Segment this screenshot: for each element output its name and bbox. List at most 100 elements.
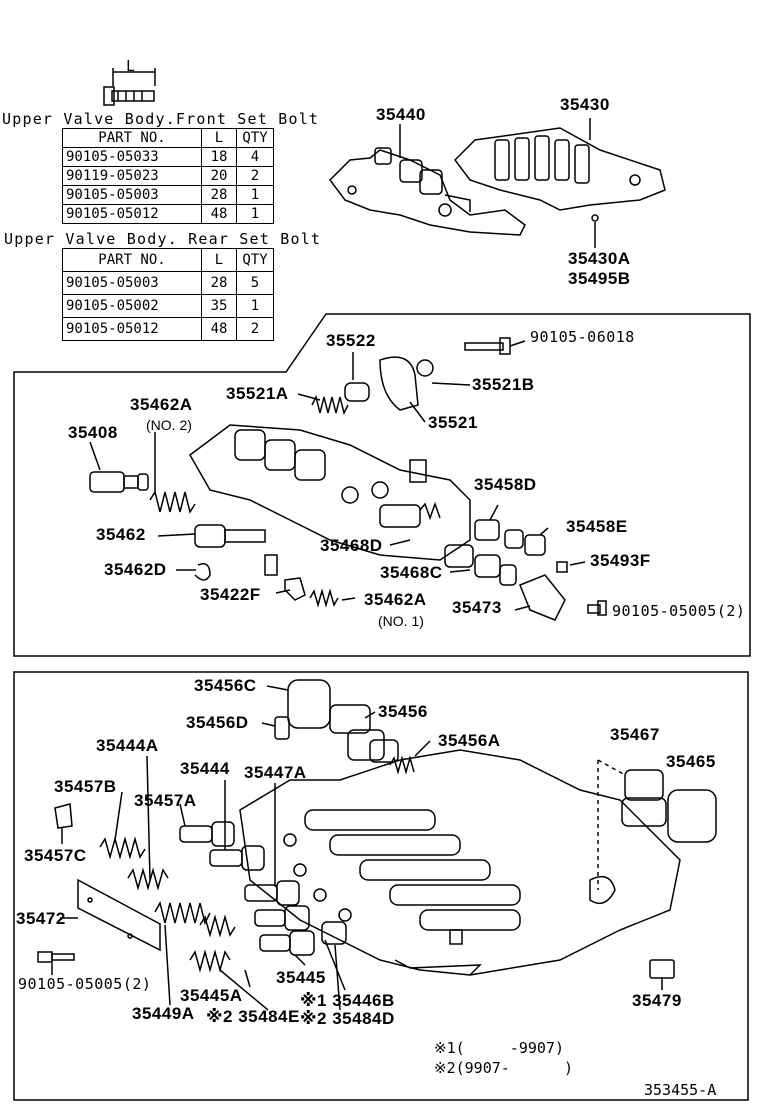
cell-part-no: 90105-05033	[62, 147, 202, 167]
header-part-no: PART NO.	[62, 248, 202, 272]
plug-35458E	[524, 534, 546, 556]
callout-35462D: 35462D	[104, 560, 167, 579]
spring-35444A	[127, 867, 169, 891]
callout-35462A-no1: 35462A	[364, 590, 427, 609]
rear-bolt-table-title: Upper Valve Body. Rear Set Bolt	[4, 230, 322, 248]
callout-35457A: 35457A	[134, 791, 197, 810]
table-header-row: PART NO. L QTY	[62, 128, 274, 148]
cell-length: 35	[201, 294, 237, 318]
plug-35445	[254, 905, 310, 931]
plug-35456C	[287, 679, 331, 729]
cell-qty: 1	[236, 204, 274, 224]
washer-35521B	[416, 359, 434, 377]
cell-qty: 1	[236, 294, 274, 318]
spring-35449A	[154, 900, 211, 926]
upper-valve-body-rear	[454, 127, 666, 222]
callout-35458D: 35458D	[474, 475, 537, 494]
plug-35457A	[179, 821, 235, 847]
callout-35456A: 35456A	[438, 731, 501, 750]
table-header-row: PART NO. L QTY	[62, 248, 274, 272]
callout-35472: 35472	[16, 909, 66, 928]
header-length: L	[201, 128, 237, 148]
valve-35456	[329, 704, 399, 763]
cell-qty: 1	[236, 185, 274, 205]
callout-35457B: 35457B	[54, 777, 117, 796]
callout-35521B: 35521B	[472, 375, 535, 394]
spring-35484E	[189, 949, 231, 973]
callout-35479: 35479	[632, 991, 682, 1010]
plate-35521	[379, 356, 419, 411]
lower-valve-body-mid	[189, 424, 471, 561]
callout-no1: (NO. 1)	[378, 613, 424, 629]
cell-qty: 2	[236, 166, 274, 186]
callout-35447A: 35447A	[244, 763, 307, 782]
callout-35484E: ※2 35484E	[206, 1007, 300, 1026]
callout-35444: 35444	[180, 759, 230, 778]
figure-id: 353455-A	[644, 1081, 717, 1099]
cell-part-no: 90105-05003	[62, 271, 202, 295]
bolt-90105-06018	[464, 337, 511, 355]
callout-35484D: ※2 35484D	[300, 1009, 395, 1028]
cell-length: 28	[201, 271, 237, 295]
callout-35456D: 35456D	[186, 713, 249, 732]
footnote-1: ※1( -9907)	[434, 1039, 564, 1057]
sleeve-35457C	[54, 803, 73, 829]
callout-35422F: 35422F	[200, 585, 261, 604]
cell-qty: 4	[236, 147, 274, 167]
cell-part-no: 90105-05012	[62, 317, 202, 341]
bolt-length-label: L	[126, 57, 136, 75]
spring-35457B	[99, 836, 146, 860]
cell-part-no: 90105-05012	[62, 204, 202, 224]
cell-length: 20	[201, 166, 237, 186]
callout-35465: 35465	[666, 752, 716, 771]
lower-panel-frame	[13, 671, 749, 1101]
callout-35468C: 35468C	[380, 563, 443, 582]
callout-35495B: 35495B	[568, 269, 631, 288]
callout-35457C: 35457C	[24, 846, 87, 865]
sleeve-35468D	[379, 501, 441, 528]
cell-length: 28	[201, 185, 237, 205]
rear-bolt-table: PART NO. L QTY 90105-05003 28 5 90105-05…	[62, 248, 274, 341]
callout-90105-05005-mid: 90105-05005(2)	[612, 602, 746, 620]
clip-35462D	[194, 563, 211, 581]
callout-35430A: 35430A	[568, 249, 631, 268]
callout-35430: 35430	[560, 95, 610, 114]
callout-35468D: 35468D	[320, 536, 383, 555]
callout-35493F: 35493F	[590, 551, 651, 570]
table-row: 90105-05003 28 1	[62, 185, 274, 205]
valve-35462	[194, 524, 278, 576]
header-part-no: PART NO.	[62, 128, 202, 148]
callout-35473: 35473	[452, 598, 502, 617]
spring-35521A	[311, 394, 349, 416]
callout-35445A: 35445A	[180, 986, 243, 1005]
spring-35462A-no2	[149, 490, 196, 514]
cell-part-no: 90119-05023	[62, 166, 202, 186]
front-bolt-table: PART NO. L QTY 90105-05033 18 4 90119-05…	[62, 128, 274, 224]
header-qty: QTY	[236, 128, 274, 148]
callout-35446B: ※1 35446B	[300, 991, 395, 1010]
lower-valve-body	[239, 749, 681, 976]
footnote-2: ※2(9907- )	[434, 1059, 573, 1077]
cell-length: 48	[201, 204, 237, 224]
callout-35467: 35467	[610, 725, 660, 744]
callout-35521: 35521	[428, 413, 478, 432]
valve-35468C	[444, 544, 517, 586]
piston-35465	[667, 789, 717, 843]
plug-35446B	[259, 930, 315, 956]
callout-35521A: 35521A	[226, 384, 289, 403]
header-length: L	[201, 248, 237, 272]
plate-35472	[77, 878, 161, 952]
callout-90105-05005-low: 90105-05005(2)	[18, 975, 152, 993]
callout-35456C: 35456C	[194, 676, 257, 695]
cover-35473	[519, 574, 566, 621]
cell-qty: 2	[236, 317, 274, 341]
bolt-90105-05005-mid	[587, 600, 607, 616]
table-row: 90105-05003 28 5	[62, 271, 274, 295]
callout-35445: 35445	[276, 968, 326, 987]
callout-35456: 35456	[378, 702, 428, 721]
table-row: 90105-05012 48 1	[62, 204, 274, 224]
table-row: 90105-05033 18 4	[62, 147, 274, 167]
spring-35445A	[199, 914, 236, 938]
plug-35444	[209, 845, 265, 871]
